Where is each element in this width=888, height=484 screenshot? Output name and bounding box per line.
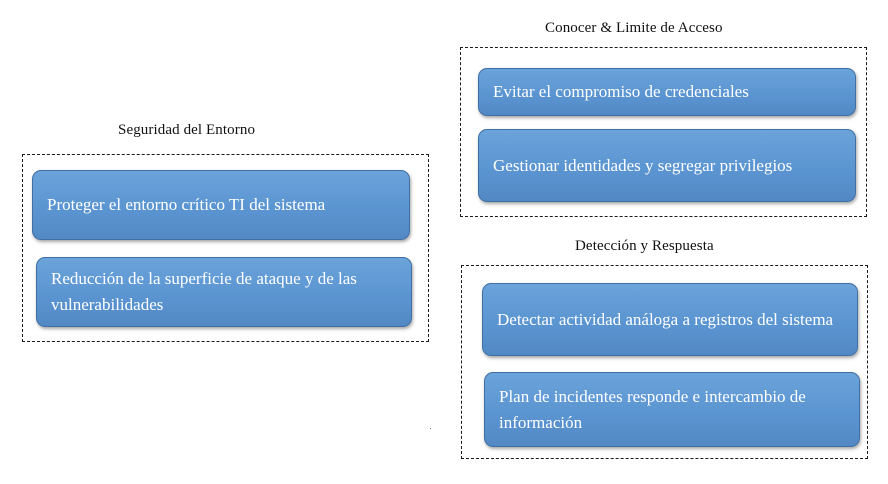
item-evitar-compromiso: Evitar el compromiso de credenciales [478,68,856,116]
group-box-conocer-limite-acceso [460,47,867,217]
group-title-conocer-limite-acceso: Conocer & Limite de Acceso [545,20,723,36]
group-box-seguridad-entorno [22,154,429,342]
group-box-deteccion-respuesta [461,265,868,459]
item-reduccion-superficie: Reducción de la superficie de ataque y d… [36,257,412,327]
item-plan-incidentes: Plan de incidentes responde e intercambi… [484,372,860,447]
item-proteger-entorno: Proteger el entorno crítico TI del siste… [32,170,410,240]
group-title-deteccion-respuesta: Detección y Respuesta [575,238,714,254]
item-detectar-actividad: Detectar actividad análoga a registros d… [482,283,858,356]
group-title-seguridad-entorno: Seguridad del Entorno [118,122,256,138]
stray-dot [430,428,431,429]
item-gestionar-identidades: Gestionar identidades y segregar privile… [478,129,856,202]
